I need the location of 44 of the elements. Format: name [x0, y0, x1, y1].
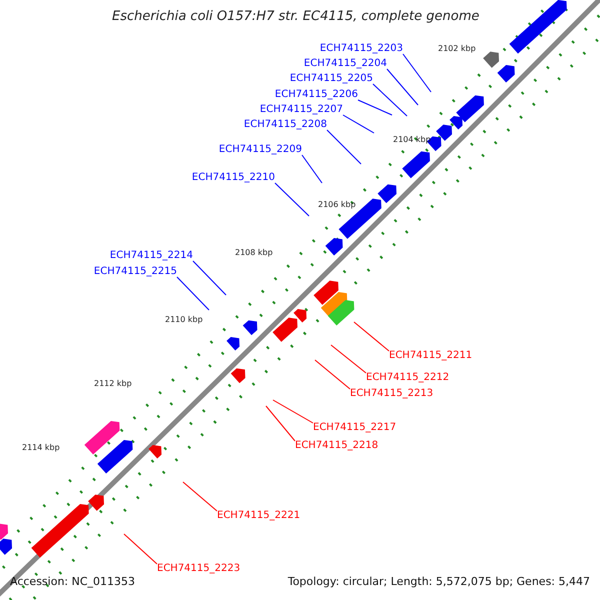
gene-label: ECH74115_2208	[244, 120, 327, 130]
gene-label: ECH74115_2204	[304, 59, 387, 69]
gene-label: ECH74115_2205	[290, 74, 373, 84]
accession-text: Accession: NC_011353	[10, 576, 136, 587]
scale-label: 2112 kbp	[94, 380, 132, 388]
leader-line	[272, 400, 314, 424]
scale-label: 2102 kbp	[438, 45, 476, 53]
gene-label: ECH74115_2217	[313, 423, 396, 433]
leader-line	[342, 114, 374, 134]
gene-label: ECH74115_2210	[192, 173, 275, 183]
leader-line	[266, 406, 296, 442]
gene-label: ECH74115_2207	[260, 105, 343, 115]
genome-info-text: Topology: circular; Length: 5,572,075 bp; Genes: 5,447	[288, 576, 590, 587]
leader-line	[302, 154, 322, 184]
gene-label: ECH74115_2215	[94, 267, 177, 277]
leader-line	[402, 54, 432, 92]
leader-line	[330, 344, 366, 374]
leader-line	[124, 534, 158, 564]
leader-line	[372, 84, 408, 116]
title: Escherichia coli O157:H7 str. EC4115, complete genome	[112, 10, 480, 23]
scale-label: 2114 kbp	[22, 444, 60, 452]
leader-line	[192, 260, 226, 296]
leader-line	[314, 360, 350, 390]
scale-label: 2106 kbp	[318, 201, 356, 209]
scale-label: 2108 kbp	[235, 249, 273, 257]
gene-label: ECH74115_2214	[110, 251, 193, 261]
gene-label: ECH74115_2223	[157, 564, 240, 574]
leader-line	[176, 276, 210, 310]
leader-line	[354, 322, 390, 352]
leader-line	[386, 68, 418, 106]
leader-line	[182, 482, 218, 512]
gene-label: ECH74115_2203	[320, 44, 403, 54]
gene-label: ECH74115_2212	[366, 373, 450, 383]
gene-label: ECH74115_2211	[389, 351, 472, 361]
gene-label: ECH74115_2218	[295, 441, 378, 451]
gene-label: ECH74115_2221	[217, 511, 300, 521]
scale-label: 2104 kbp	[393, 136, 431, 144]
gene-label: ECH74115_2206	[274, 90, 358, 100]
leader-line	[358, 100, 392, 116]
gene-label: ECH74115_2213	[350, 389, 434, 399]
leader-line	[274, 182, 310, 216]
leader-line	[326, 130, 362, 164]
gene-label: ECH74115_2209	[218, 145, 302, 155]
scale-label: 2110 kbp	[165, 316, 203, 324]
